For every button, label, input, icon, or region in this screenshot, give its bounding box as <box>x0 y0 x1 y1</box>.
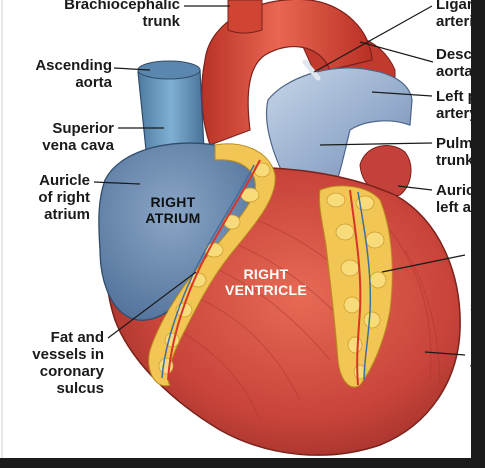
label-auricle-left-atrium: Auric left a <box>436 182 475 216</box>
label-right-atrium: RIGHT ATRIUM <box>145 194 201 226</box>
brachiocephalic-trunk-shape <box>227 0 263 34</box>
label-pulmonary-trunk: Pulm trunk <box>436 135 474 169</box>
label-brachiocephalic-trunk: Brachiocephalic trunk <box>64 0 180 30</box>
label-right-ventricle: RIGHT VENTRICLE <box>224 266 308 298</box>
coronary-vein-left <box>161 164 255 379</box>
anterior-interventricular-artery <box>349 189 362 386</box>
label-ligament: Ligar arteri <box>436 0 474 30</box>
label-ascending-aorta: Ascending aorta <box>35 57 112 91</box>
label-descending-aorta: Desc aorta <box>436 46 473 80</box>
right-frame-edge <box>471 0 485 468</box>
coronary-sulcus-fat-left <box>148 143 276 387</box>
coronary-artery-left <box>167 159 261 381</box>
label-left-pulmonary-artery: Left p artery <box>436 88 478 122</box>
bottom-frame-edge <box>0 458 485 468</box>
label-fat-vessels: Fat and vessels in coronary sulcus <box>32 329 104 397</box>
vena-cava-opening <box>137 60 201 80</box>
fat-globules-right <box>326 192 387 380</box>
great-cardiac-vein <box>357 191 372 381</box>
leader-lines <box>93 5 466 356</box>
label-auricle-right-atrium: Auricle of right atrium <box>38 172 90 223</box>
ligament-shape <box>302 59 321 81</box>
label-superior-vena-cava: Superior vena cava <box>42 120 114 154</box>
